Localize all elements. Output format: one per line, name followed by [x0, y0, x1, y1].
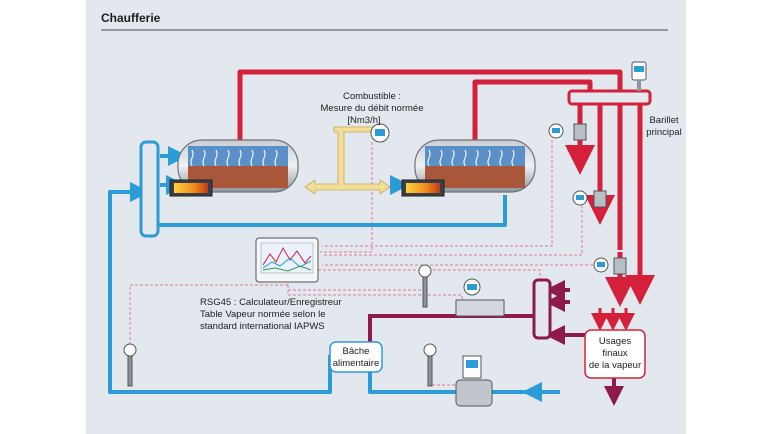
label-rsg45-2: Table Vapeur normée selon le	[200, 309, 326, 320]
label-usages-2: finaux	[602, 348, 628, 359]
label-combustible-1: Combustible :	[343, 91, 401, 102]
end-use-arrows	[591, 308, 635, 331]
usages-box	[584, 329, 646, 379]
rsg45-recorder-icon	[255, 237, 319, 283]
temperature-probe-icons	[123, 264, 437, 387]
fuel-flowmeter-icon	[370, 123, 390, 143]
label-usages-3: de la vapeur	[589, 360, 641, 371]
label-rsg45-3: standard international IAPWS	[200, 321, 325, 332]
label-usages-1: Usages	[599, 336, 631, 347]
condensate-collector	[532, 278, 552, 340]
main-header-barillet	[567, 89, 652, 106]
label-bache-2: alimentaire	[333, 358, 379, 369]
label-barillet-2: principal	[646, 127, 681, 138]
page-title: Chaufferie	[101, 11, 161, 25]
boiler-2	[401, 139, 536, 197]
bache-box	[329, 341, 383, 373]
label-combustible-2: Mesure du débit normée	[321, 103, 424, 114]
pressure-transmitter-icon	[631, 61, 647, 91]
label-bache-1: Bâche	[343, 346, 370, 357]
label-rsg45-1: RSG45 : Calculateur/Enregistreur	[200, 297, 342, 308]
condensate-flowmeter-icon	[455, 278, 505, 317]
label-barillet-1: Barillet	[649, 115, 678, 126]
boiler-1	[169, 139, 299, 197]
label-combustible-3: [Nm3/h]	[347, 115, 380, 126]
feedwater-flowmeter-icon	[455, 355, 493, 407]
water-distributor	[139, 140, 160, 238]
fuel-line	[304, 126, 391, 195]
steam-flowmeter-icons	[548, 123, 627, 275]
